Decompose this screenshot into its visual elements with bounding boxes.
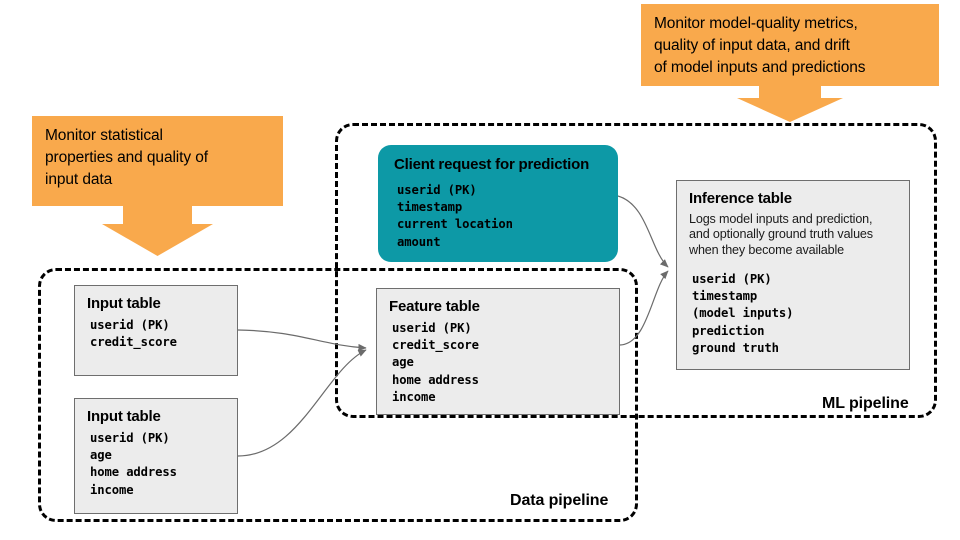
entity-input-table-2[interactable]: Input table userid (PK) age home address… bbox=[74, 398, 238, 514]
entity-fields: userid (PK) age home address income bbox=[90, 430, 177, 497]
entity-title: Client request for prediction bbox=[394, 156, 590, 173]
entity-fields: userid (PK) credit_score bbox=[90, 317, 177, 350]
pipeline-data-boundary bbox=[38, 268, 638, 522]
entity-title: Inference table bbox=[689, 190, 792, 207]
entity-fields: userid (PK) credit_score age home addres… bbox=[392, 320, 479, 405]
entity-client-request[interactable]: Client request for prediction userid (PK… bbox=[378, 145, 618, 262]
entity-inference-table[interactable]: Inference table Logs model inputs and pr… bbox=[676, 180, 910, 370]
entity-title: Input table bbox=[87, 295, 161, 312]
callout-left-text: Monitor statistical properties and quali… bbox=[45, 127, 208, 188]
entity-description: Logs model inputs and prediction, and op… bbox=[689, 211, 873, 257]
pipeline-data-label: Data pipeline bbox=[510, 492, 609, 509]
callout-right: Monitor model-quality metrics, quality o… bbox=[641, 4, 939, 122]
callout-right-text: Monitor model-quality metrics, quality o… bbox=[654, 15, 866, 76]
callout-right-body: Monitor model-quality metrics, quality o… bbox=[641, 4, 939, 88]
callout-left-body: Monitor statistical properties and quali… bbox=[32, 116, 283, 200]
entity-title: Feature table bbox=[389, 298, 480, 315]
entity-title: Input table bbox=[87, 408, 161, 425]
entity-fields: userid (PK) timestamp (model inputs) pre… bbox=[692, 271, 794, 355]
pipeline-ml-label: ML pipeline bbox=[822, 395, 909, 412]
pipeline-ml-boundary bbox=[335, 123, 937, 418]
entity-feature-table[interactable]: Feature table userid (PK) credit_score a… bbox=[376, 288, 620, 415]
entity-fields: userid (PK) timestamp current location a… bbox=[397, 182, 513, 249]
callout-left: Monitor statistical properties and quali… bbox=[32, 116, 283, 256]
entity-input-table-1[interactable]: Input table userid (PK) credit_score bbox=[74, 285, 238, 376]
